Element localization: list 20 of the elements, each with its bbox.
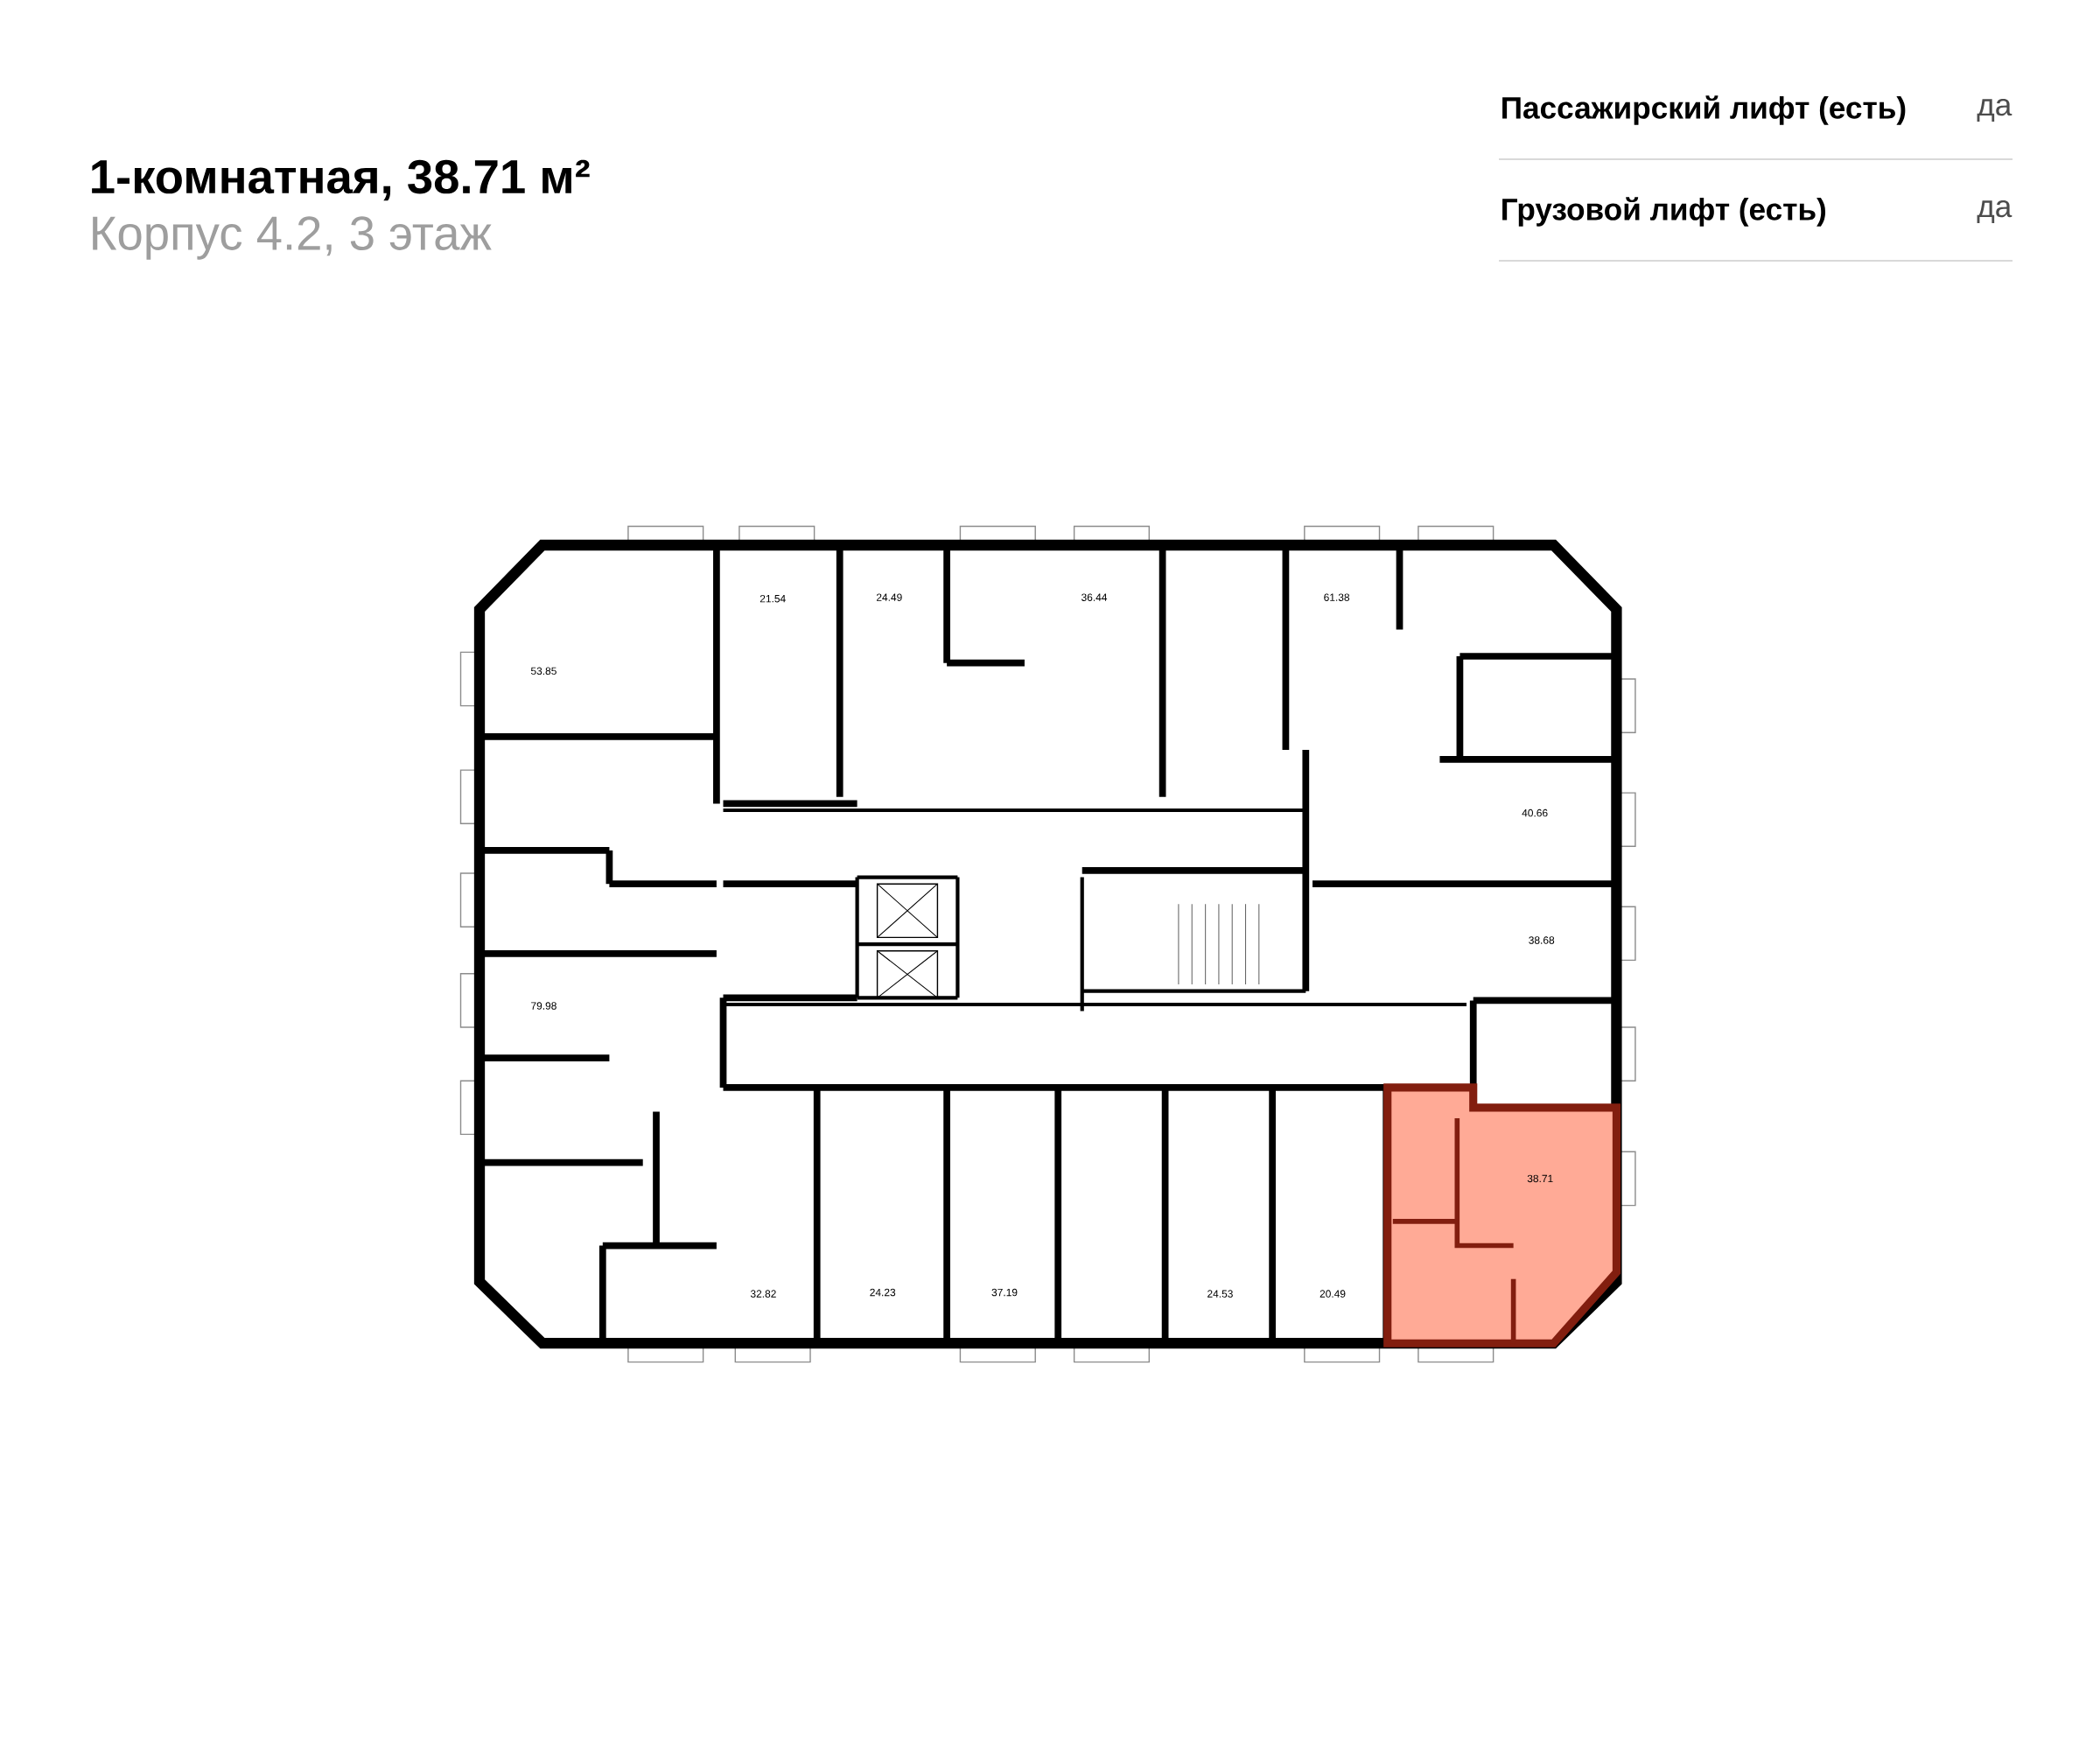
area-label: 40.66 <box>1522 808 1548 817</box>
area-label: 61.38 <box>1324 593 1350 601</box>
feature-label: Грузовой лифт (есть) <box>1502 197 1826 227</box>
area-label: 37.19 <box>991 1288 1018 1297</box>
area-label: 20.49 <box>1320 1290 1346 1298</box>
feature-value: да <box>1977 99 2012 122</box>
area-label: 38.71 <box>1527 1174 1553 1183</box>
feature-label: Пассажирский лифт (есть) <box>1502 95 1906 125</box>
area-label: 36.44 <box>1082 593 1108 601</box>
area-label: 32.82 <box>750 1290 776 1298</box>
area-label: 24.49 <box>876 593 902 601</box>
area-label: 24.53 <box>1208 1290 1233 1298</box>
area-label: 79.98 <box>531 1002 556 1010</box>
area-label: 38.68 <box>1529 936 1555 944</box>
subtitle: Корпус 4.2, 3 этаж <box>93 216 492 260</box>
area-label: 53.85 <box>530 667 556 676</box>
area-label: 24.23 <box>870 1288 896 1297</box>
feature-value: да <box>1977 200 2012 223</box>
title: 1-комнатная, 38.71 м² <box>92 159 590 201</box>
area-label: 21.54 <box>760 594 786 603</box>
